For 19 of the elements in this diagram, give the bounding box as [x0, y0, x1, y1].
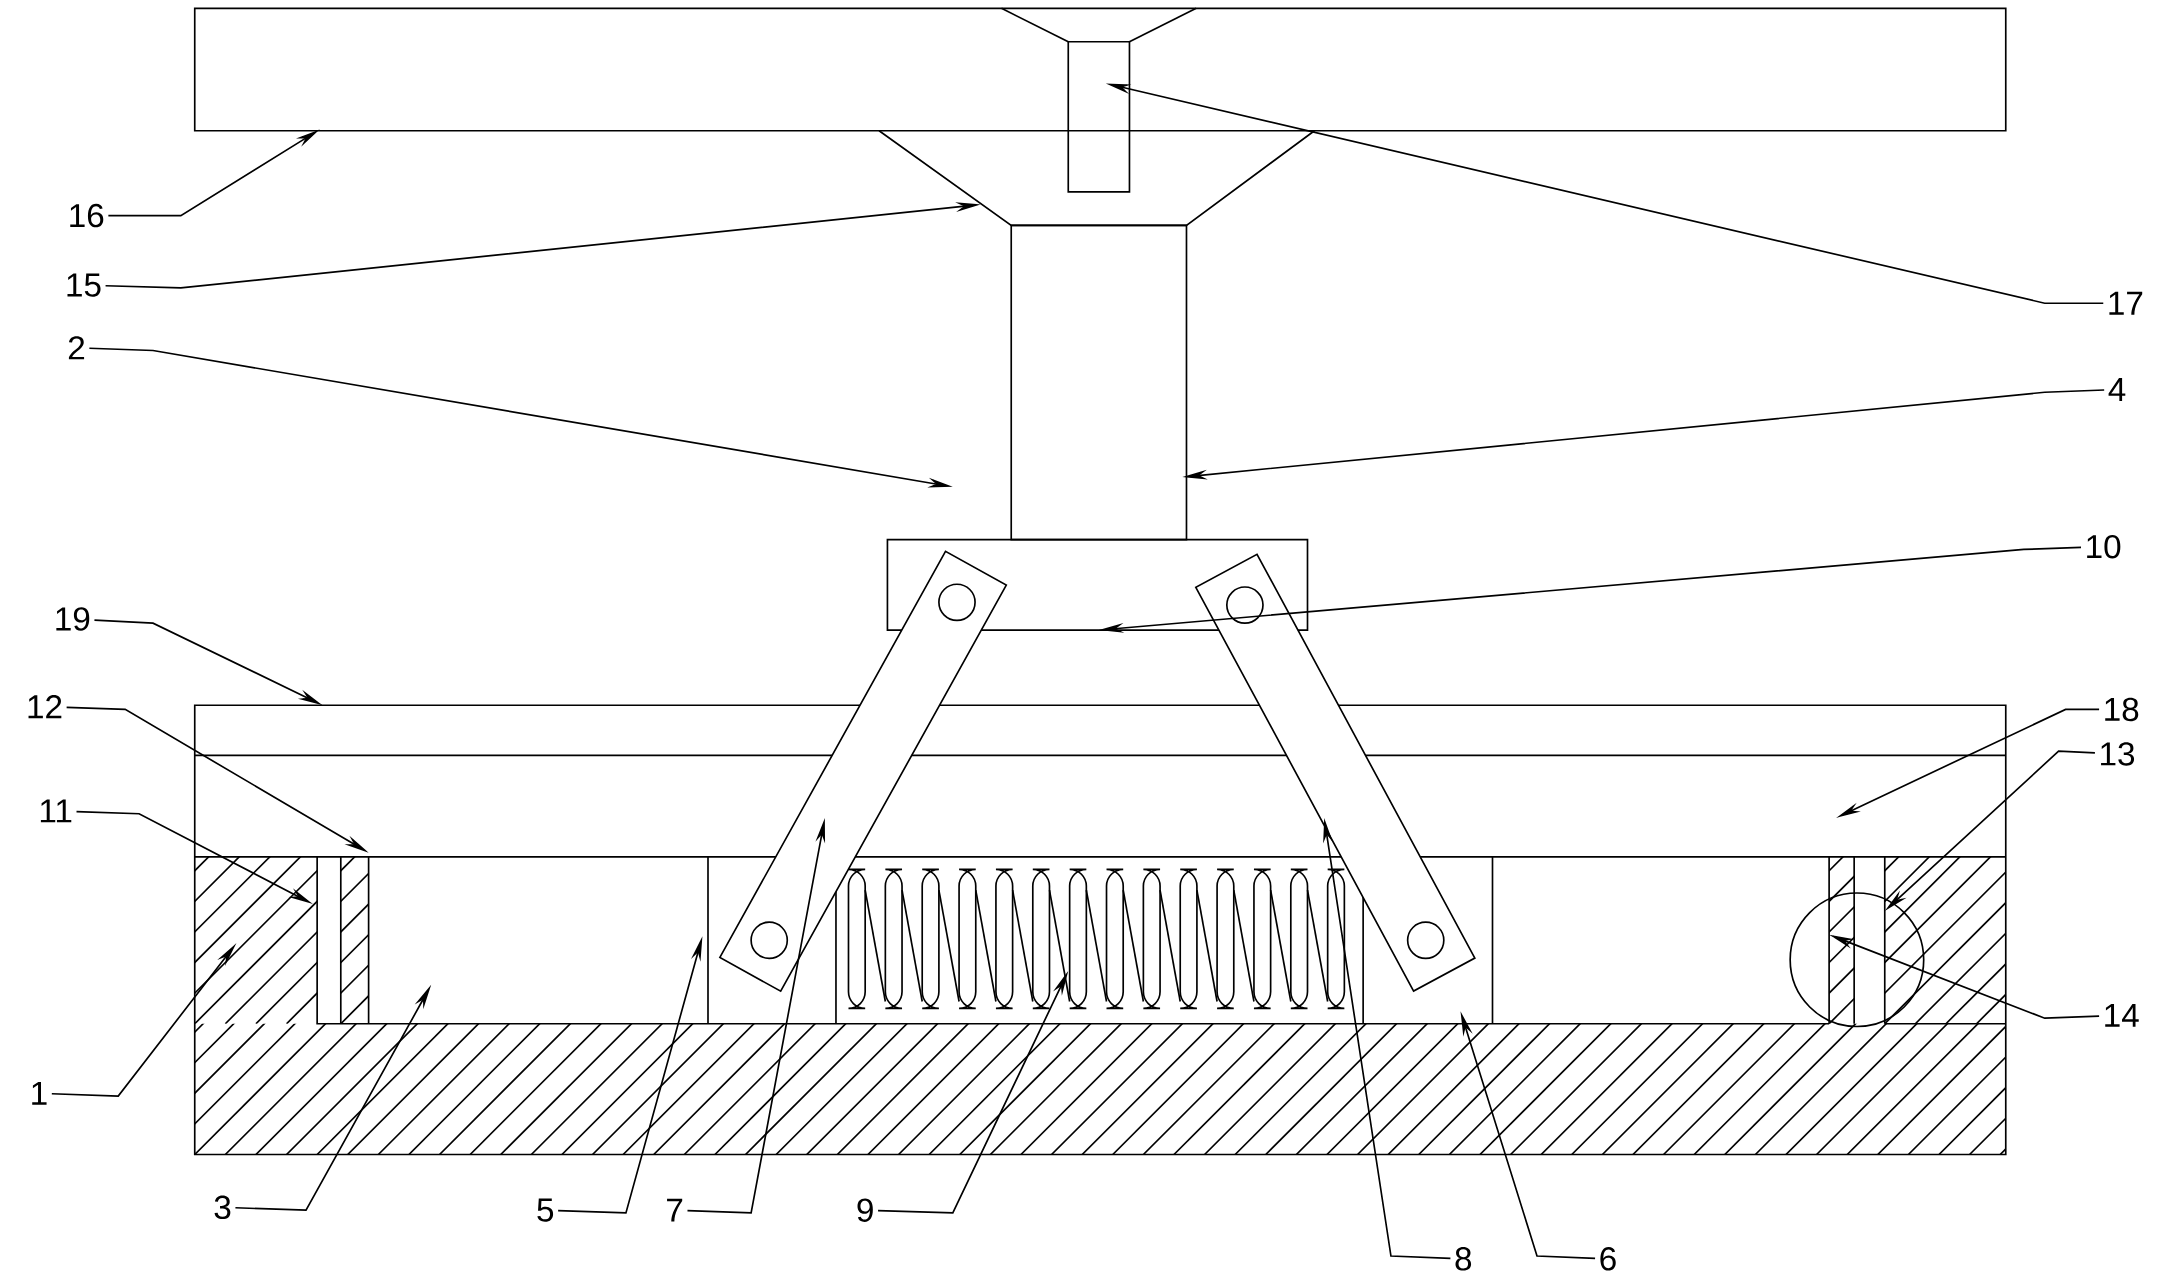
callout-number: 12 [28, 695, 62, 719]
callout-number: 7 [667, 1198, 683, 1222]
callout-number: 10 [2087, 534, 2121, 559]
callout-number: 4 [2108, 378, 2126, 401]
callout-number: 11 [40, 799, 72, 823]
callout-number: 6 [1600, 1247, 1616, 1271]
callout-number: 5 [537, 1198, 554, 1222]
callout-number: 17 [2109, 291, 2143, 315]
callout-number: 18 [2105, 697, 2139, 722]
callout-number: 8 [1455, 1247, 1472, 1271]
callout-number: 2 [68, 336, 85, 360]
callout-number: 9 [857, 1198, 873, 1222]
callout-number: 13 [2101, 742, 2135, 766]
callout-number: 1 [32, 1081, 47, 1105]
callout-number: 19 [56, 607, 90, 631]
callout-number: 14 [2105, 1003, 2139, 1027]
callout-number: 16 [70, 203, 104, 228]
callout-number: 3 [214, 1195, 231, 1220]
callout-number: 15 [67, 273, 101, 297]
